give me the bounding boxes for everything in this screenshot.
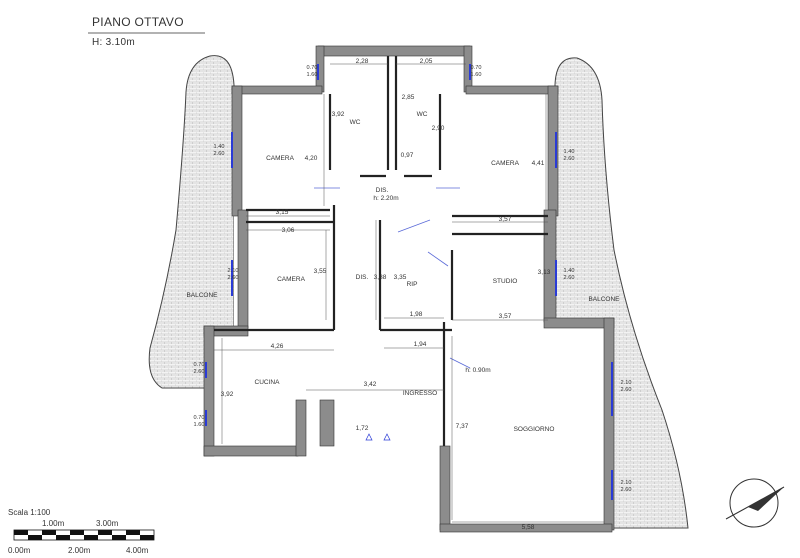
balcony-right xyxy=(554,57,689,529)
window-label: 1.60 xyxy=(307,72,318,78)
window-label: 1.60 xyxy=(194,422,205,428)
dim-label: 4,26 xyxy=(271,343,284,350)
dim-label: 5,58 xyxy=(522,524,535,531)
dim-label: 3,15 xyxy=(276,209,289,216)
window-label: 1.40 xyxy=(214,144,225,150)
room-disimpegno-height: h: 2.20m xyxy=(373,195,398,202)
room-disimpegno: DIS. xyxy=(376,187,389,194)
room-soggiorno-height: h: 0.90m xyxy=(465,367,490,374)
dim-label: 7,37 xyxy=(456,423,469,430)
room-disimpegno-2: DIS. xyxy=(356,274,369,281)
plan-title: PIANO OTTAVO xyxy=(92,15,184,29)
window-label: 2.60 xyxy=(214,151,225,157)
window-label: 0.70 xyxy=(471,65,482,71)
window-label: 2.60 xyxy=(564,275,575,281)
dim-label: 3,57 xyxy=(499,313,512,320)
dim-label: 3,88 xyxy=(374,274,387,281)
dim-label: 3,57 xyxy=(499,216,512,223)
scale-tick: 3.00m xyxy=(96,519,119,528)
room-wc-2: WC xyxy=(417,111,428,118)
plan-height: H: 3.10m xyxy=(92,37,135,48)
windows xyxy=(205,64,613,500)
room-camera-2: CAMERA xyxy=(491,160,519,167)
dim-label: 2,85 xyxy=(402,94,415,101)
exterior-walls xyxy=(203,45,615,533)
dim-label: 3,13 xyxy=(538,269,551,276)
window-label: 2.60 xyxy=(621,387,632,393)
window-labels: 0.70 1.60 0.70 1.60 1.40 2.60 1.40 2.60 … xyxy=(194,65,632,493)
room-ingresso: INGRESSO xyxy=(403,390,437,397)
dim-label: 3,35 xyxy=(394,274,407,281)
room-camera-3: CAMERA xyxy=(277,276,305,283)
window-label: 2.60 xyxy=(228,275,239,281)
room-cucina: CUCINA xyxy=(255,379,281,386)
window-label: 2.10 xyxy=(621,480,632,486)
room-camera-1: CAMERA xyxy=(266,155,294,162)
dim-label: 2,05 xyxy=(420,58,433,65)
window-label: 2.10 xyxy=(228,268,239,274)
window-label: 0.70 xyxy=(194,415,205,421)
dim-label: 3,92 xyxy=(221,391,234,398)
dim-label: 3,55 xyxy=(314,268,327,275)
room-balcone-left: BALCONE xyxy=(186,292,218,299)
window-label: 2.10 xyxy=(621,380,632,386)
dim-label: 3,06 xyxy=(282,227,295,234)
room-ripostiglio: RIP xyxy=(407,281,418,288)
dim-label: 3,42 xyxy=(364,381,377,388)
scale-tick: 1.00m xyxy=(42,519,65,528)
scale-bar xyxy=(13,529,155,541)
window-label: 2.60 xyxy=(621,487,632,493)
interior-floor xyxy=(205,56,612,528)
scale-tick: 2.00m xyxy=(68,546,91,555)
window-label: 0.70 xyxy=(194,362,205,368)
dim-label: 2,90 xyxy=(432,125,445,132)
dim-label: 4,20 xyxy=(305,155,318,162)
dim-label: 2,28 xyxy=(356,58,369,65)
interior-walls xyxy=(214,56,548,446)
scale-tick: 4.00m xyxy=(126,546,149,555)
dimension-lines xyxy=(214,63,604,523)
dim-label: 4,41 xyxy=(532,160,545,167)
balcony-left xyxy=(148,55,235,389)
dim-label: 0,97 xyxy=(401,152,414,159)
room-wc-1: WC xyxy=(350,119,361,126)
room-soggiorno: SOGGIORNO xyxy=(514,426,555,433)
room-balcone-right: BALCONE xyxy=(588,296,620,303)
dim-label: 3,92 xyxy=(332,111,345,118)
door-lines xyxy=(314,187,471,369)
dim-label: 1,72 xyxy=(356,425,369,432)
scale-label: Scala 1:100 xyxy=(8,508,51,517)
window-label: 2.60 xyxy=(194,369,205,375)
window-label: 2.60 xyxy=(564,156,575,162)
window-label: 0.70 xyxy=(307,65,318,71)
room-studio: STUDIO xyxy=(493,278,518,285)
window-label: 1.40 xyxy=(564,149,575,155)
scale-tick: 0.00m xyxy=(8,546,31,555)
entrance-markers xyxy=(365,433,391,441)
dim-label: 1,98 xyxy=(410,311,423,318)
window-label: 1.60 xyxy=(471,72,482,78)
dim-label: 1,94 xyxy=(414,341,427,348)
window-label: 1.40 xyxy=(564,268,575,274)
north-arrow-icon xyxy=(725,478,785,528)
